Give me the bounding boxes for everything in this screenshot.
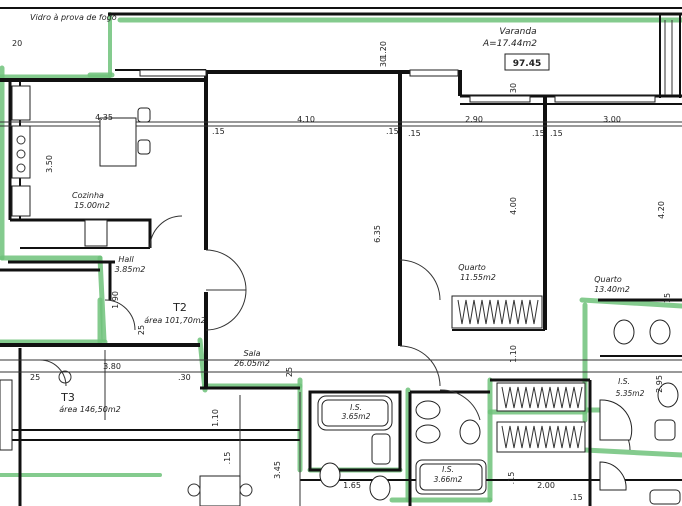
dim-30-a: 30: [379, 57, 388, 67]
dim-15-g: .15: [570, 493, 583, 502]
t3-name: T3: [60, 391, 75, 404]
t2-name: T2: [172, 301, 187, 314]
quarto2-area: 13.40m2: [594, 285, 630, 294]
varanda-area: A=17.44m2: [482, 39, 537, 49]
dim-295: 2.95: [655, 375, 664, 393]
dim-435: 4.35: [95, 113, 113, 122]
kitchen-fixtures: [11, 85, 151, 247]
t2-area: área 101,70m2: [144, 316, 205, 325]
cozinha-name: Cozinha: [72, 191, 104, 200]
dim-410: 4.10: [297, 115, 315, 124]
quarto2-name: Quarto: [594, 275, 622, 284]
furniture-lower: [0, 370, 253, 506]
dim-110-b: 1.10: [509, 345, 518, 363]
is2-name: I.S.: [442, 465, 454, 474]
plan-id-label: 97.45: [513, 59, 541, 69]
dim-380: 3.80: [103, 362, 121, 371]
is1-name: I.S.: [350, 403, 362, 412]
door-swings: [39, 215, 631, 451]
window-strips: [139, 20, 673, 103]
dim-110-a: 1.10: [211, 409, 220, 427]
dim-30-c: .30: [178, 373, 191, 382]
dim-15-h: 15: [663, 293, 672, 303]
dim-345: 3.45: [273, 461, 282, 479]
wardrobe-quarto-1: [451, 295, 543, 329]
dim-190: 1.90: [111, 291, 120, 309]
quarto1-area: 11.55m2: [460, 273, 496, 282]
dim-15-d: .15: [532, 129, 545, 138]
hall-name: Hall: [118, 255, 134, 264]
dim-25-b: 25: [30, 373, 40, 382]
varanda-name: Varanda: [499, 27, 536, 37]
dim-15-f: .15: [507, 472, 516, 485]
dim-25-c: 25: [285, 367, 294, 377]
t3-area: área 146,50m2: [59, 405, 120, 414]
dim-15-b: .15: [386, 127, 399, 136]
quarto1-name: Quarto: [458, 263, 486, 272]
is3-area: 5.35m2: [616, 389, 645, 398]
dim-635: 6.35: [373, 225, 382, 243]
hall-area: 3.85m2: [115, 265, 146, 274]
dim-25-a: 25: [137, 325, 146, 335]
dim-400: 4.00: [509, 197, 518, 215]
dim-15-e: .15: [550, 129, 563, 138]
dim-20: 20: [12, 39, 22, 48]
wardrobe-quarto-2b: [496, 421, 586, 453]
is1-area: 3.65m2: [342, 412, 371, 421]
dim-200: 2.00: [537, 481, 555, 490]
bathroom-fixtures: [317, 319, 681, 505]
dim-120: 1.20: [379, 41, 388, 59]
dim-165: 1.65: [343, 481, 361, 490]
header-note: Vidro à prova de fogo: [30, 13, 117, 22]
dim-15-a: .15: [212, 127, 225, 136]
dimension-labels: 20 1.20 30 30 4.35 3.50 4.10 .15 .15 .15…: [12, 39, 672, 502]
cozinha-area: 15.00m2: [74, 201, 110, 210]
dim-300: 3.00: [603, 115, 621, 124]
is3-name: I.S.: [618, 377, 630, 386]
dim-15-c: .15: [408, 129, 421, 138]
dim-350: 3.50: [45, 155, 54, 173]
sala-name: Sala: [243, 349, 260, 358]
dim-420: 4.20: [657, 201, 666, 219]
dim-15-v: .15: [223, 452, 232, 465]
plan-id-box: [504, 53, 550, 71]
dim-30-b: 30: [509, 83, 518, 93]
dim-290: 2.90: [465, 115, 483, 124]
sala-area: 26.05m2: [234, 359, 270, 368]
wardrobe-quarto-2a: [496, 382, 586, 412]
is2-area: 3.66m2: [434, 475, 463, 484]
